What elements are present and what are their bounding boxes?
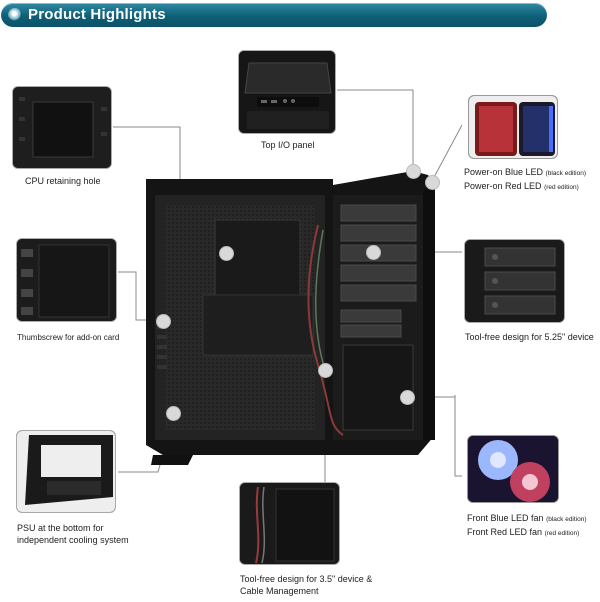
caption-35-device: Tool-free design for 3.5" device &Cable …	[240, 574, 373, 596]
callout-dot-cpu	[219, 246, 234, 261]
caption-cpu-hole: CPU retaining hole	[25, 176, 101, 186]
caption-power-led: Power-on Blue LED (black edition) Power-…	[464, 167, 587, 191]
case-illustration	[143, 165, 440, 465]
drive-bay-35-photo	[239, 482, 340, 565]
caption-top-io: Top I/O panel	[261, 140, 315, 150]
thumbscrew-photo	[16, 238, 117, 322]
caption-front-fan: Front Blue LED fan (black edition) Front…	[467, 513, 587, 537]
power-led-photo	[468, 95, 558, 159]
bullet-icon	[8, 8, 22, 22]
front-led-fan-photo	[467, 435, 559, 503]
section-header: Product Highlights	[1, 3, 547, 27]
callout-dot-fan	[400, 390, 415, 405]
callout-dot-35	[318, 363, 333, 378]
caption-525-device: Tool-free design for 5.25" device	[465, 332, 594, 342]
drive-bay-525-photo	[464, 239, 565, 323]
callout-dot-psu	[166, 406, 181, 421]
callout-dot-io	[406, 164, 421, 179]
callout-dot-thumbscrew	[156, 314, 171, 329]
cpu-hole-photo	[12, 86, 112, 169]
callout-dot-525	[366, 245, 381, 260]
caption-thumbscrew: Thumbscrew for add-on card	[17, 333, 120, 342]
top-io-photo	[238, 50, 336, 134]
callout-dot-led	[425, 175, 440, 190]
psu-photo	[16, 430, 116, 513]
section-title: Product Highlights	[28, 6, 166, 23]
